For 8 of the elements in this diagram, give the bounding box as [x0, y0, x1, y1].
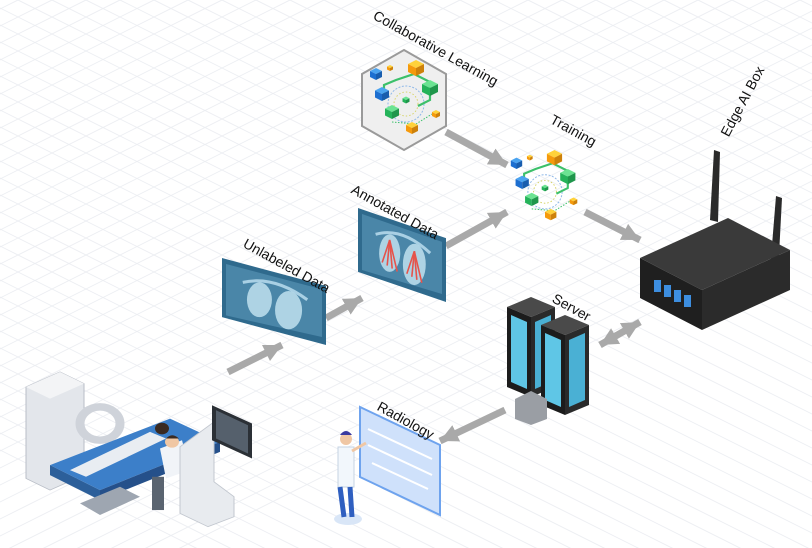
arrow	[598, 318, 642, 348]
arrow	[444, 208, 509, 250]
node-label: Edge AI Box	[718, 64, 767, 139]
arrow	[444, 128, 509, 168]
arrow	[438, 406, 507, 444]
arrow	[583, 208, 642, 244]
arrow	[324, 294, 364, 322]
arrow	[226, 342, 284, 376]
